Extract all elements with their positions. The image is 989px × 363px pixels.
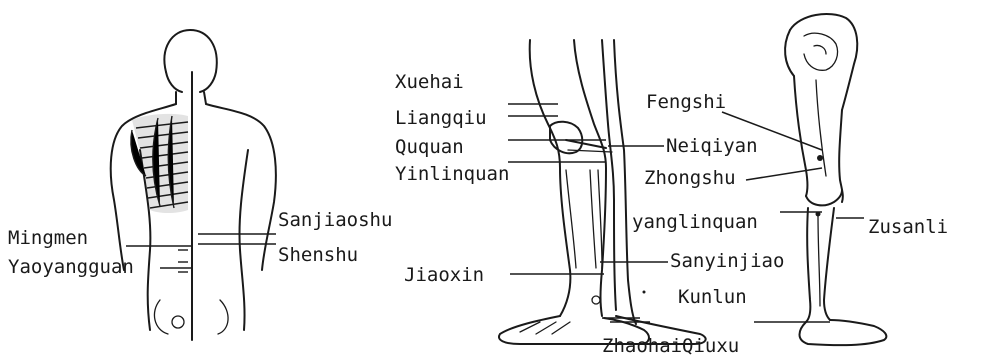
label-liangqiu: Liangqiu bbox=[395, 107, 487, 129]
label-yinlinquan: Yinlinquan bbox=[395, 163, 509, 185]
lateral-leg-outline bbox=[785, 14, 886, 345]
label-zhaohai: Zhaohai bbox=[602, 335, 682, 357]
label-ququan: Ququan bbox=[395, 136, 464, 158]
back-body-outline bbox=[111, 30, 276, 340]
label-zhongshu: Zhongshu bbox=[644, 167, 736, 189]
back-muscle-hatching bbox=[131, 114, 188, 328]
label-yaoyangguan: Yaoyangguan bbox=[8, 256, 134, 278]
label-sanjiaoshu: Sanjiaoshu bbox=[278, 209, 392, 231]
medial-leg-outline bbox=[499, 40, 706, 344]
label-sanyinjiao: Sanyinjiao bbox=[670, 250, 784, 272]
label-neiqiyan: Neiqiyan bbox=[666, 135, 758, 157]
label-xuehai: Xuehai bbox=[395, 71, 464, 93]
label-zusanli: Zusanli bbox=[868, 216, 948, 238]
label-jiaoxin: Jiaoxin bbox=[404, 264, 484, 286]
back-figure: Mingmen Yaoyangguan Sanjiaoshu Shenshu bbox=[8, 30, 392, 340]
label-fengshi: Fengshi bbox=[646, 91, 726, 113]
label-qiuxu: Qiuxu bbox=[682, 335, 739, 357]
medial-leg-figure: Xuehai Liangqiu Ququan Yinlinquan Jiaoxi… bbox=[395, 40, 784, 357]
label-shenshu: Shenshu bbox=[278, 244, 358, 266]
label-mingmen: Mingmen bbox=[8, 227, 88, 249]
label-yanglinquan: yanglinquan bbox=[632, 211, 758, 233]
label-kunlun: Kunlun bbox=[678, 286, 747, 308]
